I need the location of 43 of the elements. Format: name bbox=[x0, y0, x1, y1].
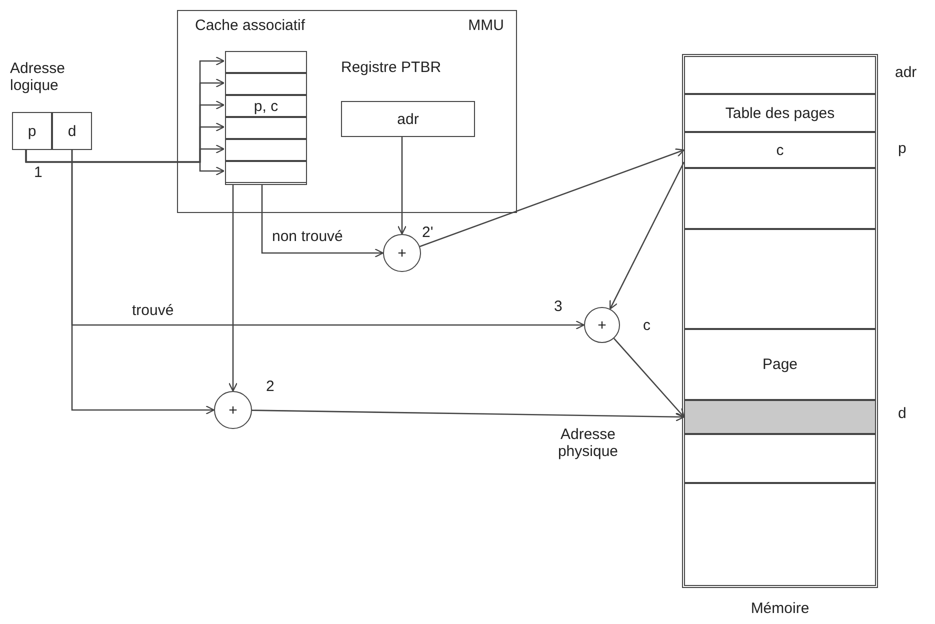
memory-label: Mémoire bbox=[750, 600, 810, 618]
arrow bbox=[420, 148, 685, 248]
memory-slot: Page bbox=[684, 329, 876, 400]
arrow bbox=[397, 136, 407, 235]
memory-slot: c bbox=[684, 132, 876, 168]
side-label: 2 bbox=[266, 378, 274, 396]
address-field: p bbox=[12, 112, 52, 150]
arrow bbox=[228, 184, 238, 392]
cache-entry bbox=[225, 117, 307, 139]
cache-entry bbox=[225, 139, 307, 161]
adder-circle: + bbox=[584, 307, 620, 343]
heading: Cache associatif bbox=[195, 17, 306, 34]
arrow bbox=[71, 150, 215, 415]
arrow bbox=[25, 150, 225, 176]
adder-circle: + bbox=[214, 391, 252, 429]
arrow bbox=[252, 410, 685, 422]
memory-slot bbox=[684, 483, 876, 586]
heading: Adresse logique bbox=[10, 60, 66, 94]
side-label: 2' bbox=[422, 224, 434, 242]
step-number: 1 bbox=[34, 164, 42, 182]
side-label: adr bbox=[895, 64, 917, 82]
memory-slot bbox=[684, 229, 876, 329]
cache-entry bbox=[225, 161, 307, 183]
memory-slot bbox=[684, 168, 876, 229]
register-box: adr bbox=[341, 101, 475, 137]
arrow bbox=[261, 184, 384, 258]
cache-entry: p, c bbox=[225, 95, 307, 117]
memory-slot bbox=[684, 434, 876, 483]
side-label: d bbox=[898, 405, 906, 422]
arrow bbox=[610, 162, 685, 310]
side-label: 3 bbox=[554, 298, 562, 316]
heading: Registre PTBR bbox=[341, 59, 442, 76]
address-field: d bbox=[52, 112, 92, 150]
shaded-slot bbox=[684, 400, 876, 434]
arrow bbox=[613, 338, 685, 418]
side-label: c bbox=[643, 317, 650, 334]
adder-circle: + bbox=[383, 234, 421, 272]
side-label: p bbox=[898, 140, 906, 158]
box-title: MMU bbox=[468, 17, 504, 34]
memory-slot bbox=[684, 56, 876, 94]
cache-entry bbox=[225, 73, 307, 95]
memory-slot: Table des pages bbox=[684, 94, 876, 132]
mmu-box bbox=[177, 10, 517, 213]
